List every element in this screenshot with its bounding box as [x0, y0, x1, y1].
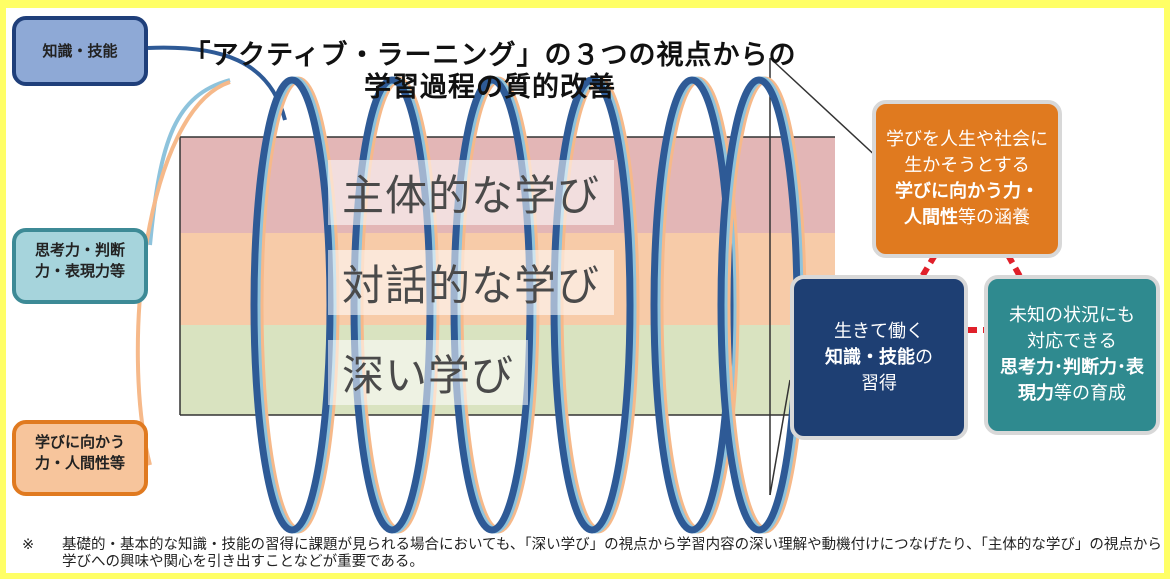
side-box-humanity-line2: 力・人間性等 [34, 454, 125, 472]
band-label-fukai: 深い学び [328, 340, 529, 405]
card-knowledge-acquisition: 生きて働く 知識・技能の 習得 [790, 275, 968, 440]
side-box-thinking-line2: 力・表現力等 [34, 262, 125, 280]
card-orange-line1: 学びを人生や社会に [886, 129, 1048, 150]
card-navy-line2-bold: 知識・技能 [825, 346, 915, 368]
side-box-thinking: 思考力・判断 力・表現力等 [12, 228, 148, 304]
card-orange-line4-rest: 等の涵養 [958, 207, 1030, 228]
footnote-mark: ※ [22, 537, 35, 553]
title-line-2: 学習過程の質的改善 [364, 72, 616, 103]
footnote-text: 基礎的・基本的な知識・技能の習得に課題が見られる場合においても、「深い学び」の視… [62, 537, 1162, 570]
connector-orange-navy [917, 253, 938, 282]
side-box-knowledge-label: 知識・技能 [42, 41, 118, 60]
card-navy-line3: 習得 [861, 372, 897, 394]
side-box-humanity: 学びに向かう 力・人間性等 [12, 420, 148, 496]
band-label-taiwateki: 対話的な学び [328, 250, 615, 315]
diagram-title: 「アクティブ・ラーニング」の３つの視点からの 学習過程の質的改善 [180, 40, 800, 104]
card-orange-line2: 生かそうとする [904, 155, 1030, 176]
card-navy-line2-rest: の [915, 346, 933, 368]
card-thinking-development: 未知の状況にも 対応できる 思考力･判断力･表 現力等の育成 [984, 275, 1160, 435]
zoom-line-top [769, 57, 881, 161]
card-teal-line3: 思考力･判断力･表 [1000, 357, 1144, 378]
side-box-thinking-line1: 思考力・判断 [34, 241, 125, 259]
card-navy-line1: 生きて働く [834, 320, 924, 342]
band-label-shutaiteki: 主体的な学び [328, 160, 615, 225]
side-box-knowledge: 知識・技能 [12, 16, 148, 86]
card-teal-line2: 対応できる [1027, 331, 1117, 352]
card-teal-line4-bold: 現力 [1018, 383, 1054, 404]
card-orange-line4-bold: 人間性 [904, 207, 958, 228]
side-box-humanity-line1: 学びに向かう [34, 433, 125, 451]
title-line-1: 「アクティブ・ラーニング」の３つの視点からの [183, 40, 797, 71]
card-humanity-cultivation: 学びを人生や社会に 生かそうとする 学びに向かう力・ 人間性等の涵養 [872, 100, 1062, 258]
zoom-line-bottom [769, 379, 791, 496]
card-orange-line3: 学びに向かう力・ [895, 181, 1039, 202]
card-teal-line4-rest: 等の育成 [1054, 383, 1126, 404]
card-teal-line1: 未知の状況にも [1009, 305, 1135, 326]
